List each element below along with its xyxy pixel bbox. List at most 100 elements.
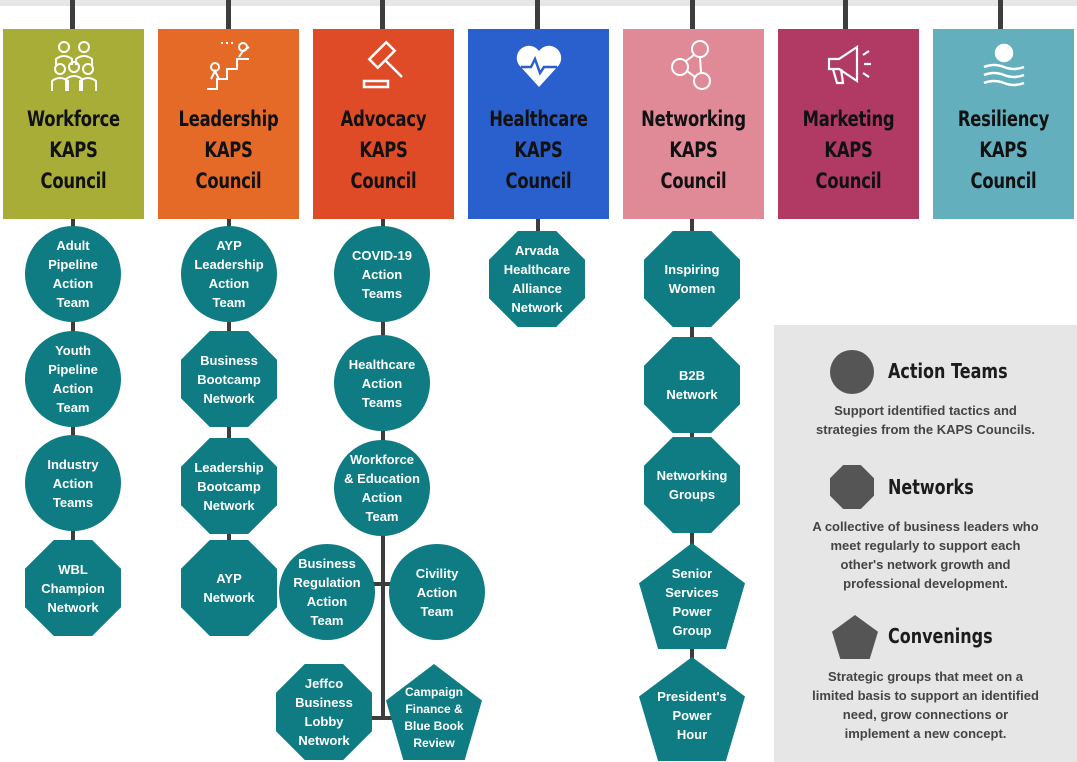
node-label: Campaign <box>404 685 463 699</box>
council-title: Advocacy KAPS Council <box>329 104 439 197</box>
node-label: Power <box>672 707 712 723</box>
legend-desc-line: limited basis to support an identified <box>812 688 1039 703</box>
council-title: Resiliency KAPS Council <box>949 104 1059 197</box>
node-label: Business <box>298 556 356 571</box>
node-label: Senior <box>671 566 713 581</box>
node-label: Bootcamp <box>197 371 261 387</box>
connector-healthcare <box>535 0 540 30</box>
legend-circle-shape <box>830 350 874 394</box>
council-title-line: Marketing <box>802 107 895 131</box>
heartbeat-icon <box>468 35 609 95</box>
connector-resiliency <box>998 0 1003 30</box>
legend-desc-line: professional development. <box>843 576 1008 591</box>
branch-advocacy-jeffco <box>325 716 435 720</box>
node-label: Action <box>361 266 403 282</box>
node-label: Groups <box>668 487 716 502</box>
node-label: Team <box>310 613 344 628</box>
connector-leadership <box>226 0 231 30</box>
council-title-line: Council <box>350 169 417 193</box>
legend-pentagon-shape <box>832 615 878 659</box>
node-label: Blue Book <box>404 719 464 733</box>
council-title-line: Healthcare <box>489 107 588 131</box>
node-label: Team <box>56 295 90 310</box>
node-label: Teams <box>361 285 403 301</box>
node-label: Team <box>365 509 399 524</box>
node-label: Network <box>511 300 563 315</box>
council-title: Healthcare KAPS Council <box>484 104 594 197</box>
node-label: AYP <box>216 571 242 586</box>
legend-desc-line: Strategic groups that meet on a <box>827 669 1024 684</box>
node-label: Action <box>52 276 94 291</box>
node-label: Leadership <box>194 257 264 272</box>
council-title-line: KAPS <box>359 138 408 162</box>
legend-desc-line: need, grow connections or <box>842 707 1009 722</box>
council-marketing: Marketing KAPS Council <box>778 29 919 219</box>
council-title: Leadership KAPS Council <box>174 104 284 197</box>
council-title: Workforce KAPS Council <box>19 104 129 197</box>
node-label: Pipeline <box>48 362 98 377</box>
leadership-stairs-icon <box>158 35 299 95</box>
node-label: Bootcamp <box>197 478 261 494</box>
council-workforce: Workforce KAPS Council <box>3 29 144 219</box>
council-title-line: Leadership <box>178 107 279 131</box>
node-label: WBL <box>58 561 88 577</box>
node-label: Regulation <box>293 575 361 590</box>
council-title-line: KAPS <box>979 138 1028 162</box>
node-label: Industry <box>47 456 99 472</box>
connector-marketing <box>843 0 848 30</box>
council-networking: Networking KAPS Council <box>623 29 764 219</box>
legend-desc-line: other's network growth and <box>840 557 1011 572</box>
legend-octagon-shape <box>830 465 874 509</box>
node-label: Business <box>200 352 258 368</box>
council-title-line: KAPS <box>669 138 718 162</box>
legend-panel: Action Teams Support identified tactics … <box>774 325 1077 762</box>
council-title-line: Council <box>970 169 1037 193</box>
legend-desc-line: implement a new concept. <box>844 726 1007 741</box>
council-title-line: Networking <box>641 107 746 131</box>
node-label: Hour <box>676 726 708 742</box>
node-label: & Education <box>344 471 420 486</box>
legend-desc-line: strategies from the KAPS Councils. <box>816 422 1035 437</box>
node-label: Finance & <box>405 702 463 716</box>
node-label: Teams <box>52 494 94 510</box>
connector-workforce <box>70 0 75 30</box>
council-title: Marketing KAPS Council <box>794 104 904 197</box>
legend-desc-line: A collective of business leaders who <box>812 519 1039 534</box>
node-label: COVID-19 <box>352 247 412 263</box>
node-label: Group <box>672 623 712 638</box>
node-label: Team <box>420 603 454 619</box>
node-label: Network <box>298 733 350 748</box>
node-label: Workforce <box>349 452 415 467</box>
node-label: Network <box>203 497 255 513</box>
node-label: Champion <box>41 580 105 596</box>
council-resiliency: Resiliency KAPS Council <box>933 29 1074 219</box>
connector-advocacy <box>380 0 385 30</box>
legend-action-teams-desc: Support identified tactics and strategie… <box>774 401 1077 439</box>
legend-action-teams-title: Action Teams <box>888 359 1008 383</box>
node-label: Network <box>203 390 255 406</box>
node-label: AYP <box>216 238 242 253</box>
node-label: Action <box>416 584 458 600</box>
branch-advocacy-business <box>325 582 435 586</box>
node-label: Business <box>295 695 353 710</box>
network-people-icon <box>623 35 764 95</box>
node-label: Action <box>361 490 403 505</box>
council-title-line: Resiliency <box>957 107 1050 131</box>
gavel-icon <box>313 35 454 95</box>
legend-convenings-desc: Strategic groups that meet on a limited … <box>774 667 1077 743</box>
